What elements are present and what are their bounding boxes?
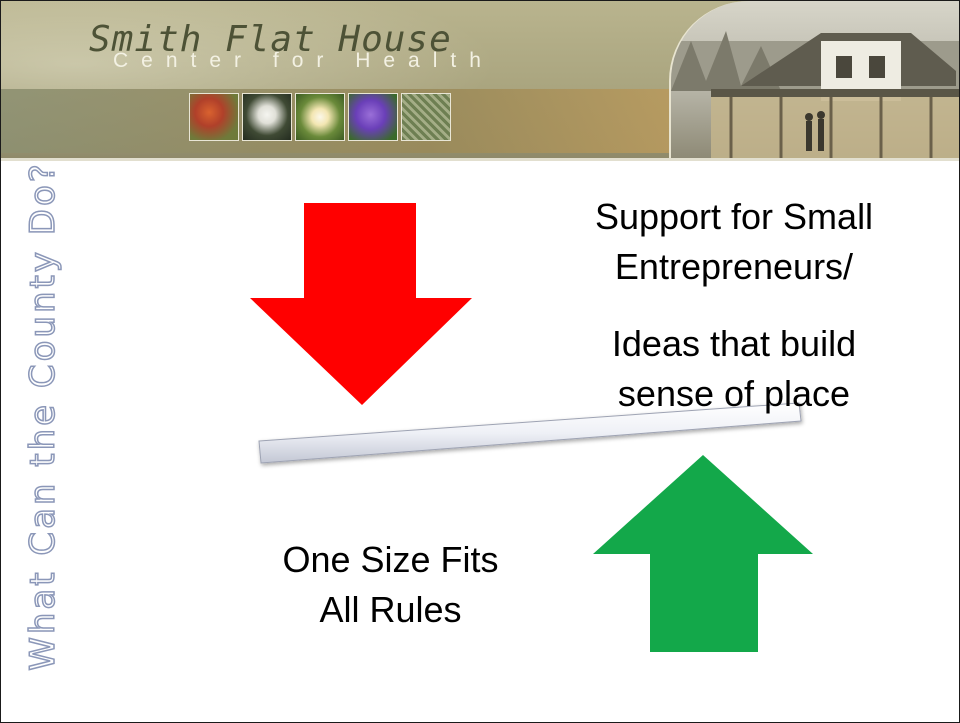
sense-of-place-text: Ideas that build sense of place [549,319,919,419]
seesaw-beam [258,402,802,464]
white-flowers-thumbnail [242,93,292,141]
flower-thumbnails [189,93,451,141]
rules-line-2: All Rules [319,589,462,630]
support-line-2: Entrepreneurs/ [614,246,854,287]
support-line-1: Support for Small [594,196,874,237]
ideas-line-2: sense of place [617,373,851,414]
one-size-rules-text: One Size Fits All Rules [233,535,548,635]
arrow-up-icon [593,455,813,652]
rules-line-1: One Size Fits [282,539,499,580]
historic-house-drawing [671,31,959,158]
fern-thumbnail [401,93,451,141]
brand-title: Smith Flat House [89,19,452,60]
ideas-line-1: Ideas that build [611,323,857,364]
white-lily-thumbnail [295,93,345,141]
brand-subtitle: Center for Health [113,49,494,72]
header-banner: Smith Flat House Center for Health [1,1,959,161]
historic-house-photo [669,1,959,158]
purple-flower-thumbnail [348,93,398,141]
support-entrepreneurs-text: Support for Small Entrepreneurs/ [549,192,919,292]
arrow-down-icon [250,203,472,405]
autumn-leaves-thumbnail [189,93,239,141]
